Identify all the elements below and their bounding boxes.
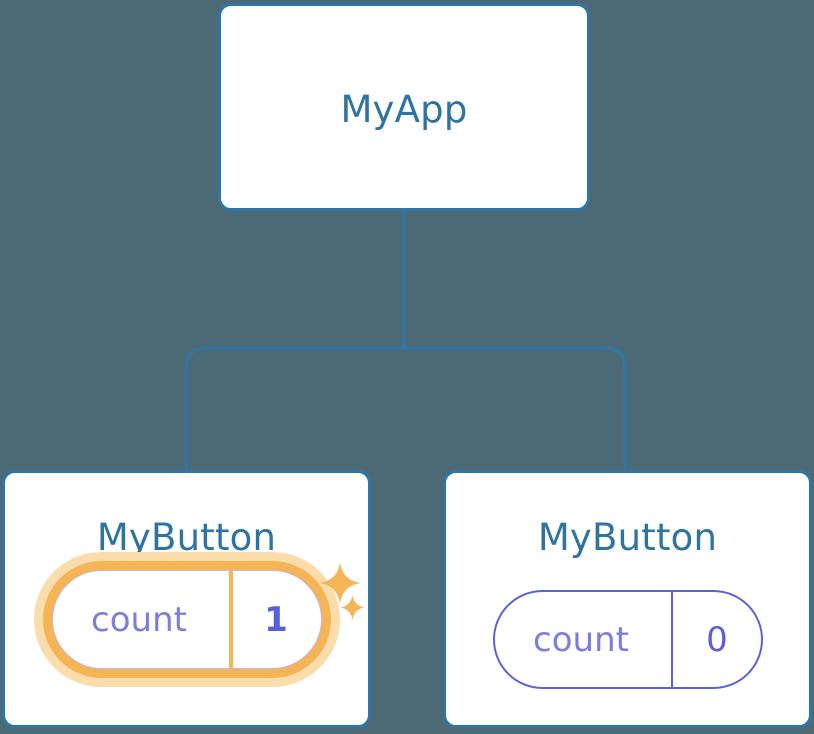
state-pill-right[interactable]: count 0 — [493, 590, 763, 689]
node-mybutton-left-title: MyButton — [96, 516, 277, 559]
sparkle-large-icon — [318, 561, 362, 609]
state-label-right: count — [533, 619, 629, 660]
node-myapp[interactable] — [218, 3, 590, 211]
state-pill-right-wrapper: count 0 — [493, 590, 763, 689]
state-pill-left[interactable]: count 1 — [52, 570, 322, 669]
sparkle-small-icon — [339, 594, 366, 625]
connector-bus — [184, 346, 627, 470]
node-myapp-title: MyApp — [340, 88, 468, 131]
state-value-left: 1 — [229, 571, 319, 668]
state-value-right: 0 — [671, 592, 761, 687]
state-label-left: count — [91, 599, 187, 640]
node-mybutton-right-title: MyButton — [537, 516, 718, 559]
state-pill-left-wrapper: count 1 — [34, 552, 340, 687]
